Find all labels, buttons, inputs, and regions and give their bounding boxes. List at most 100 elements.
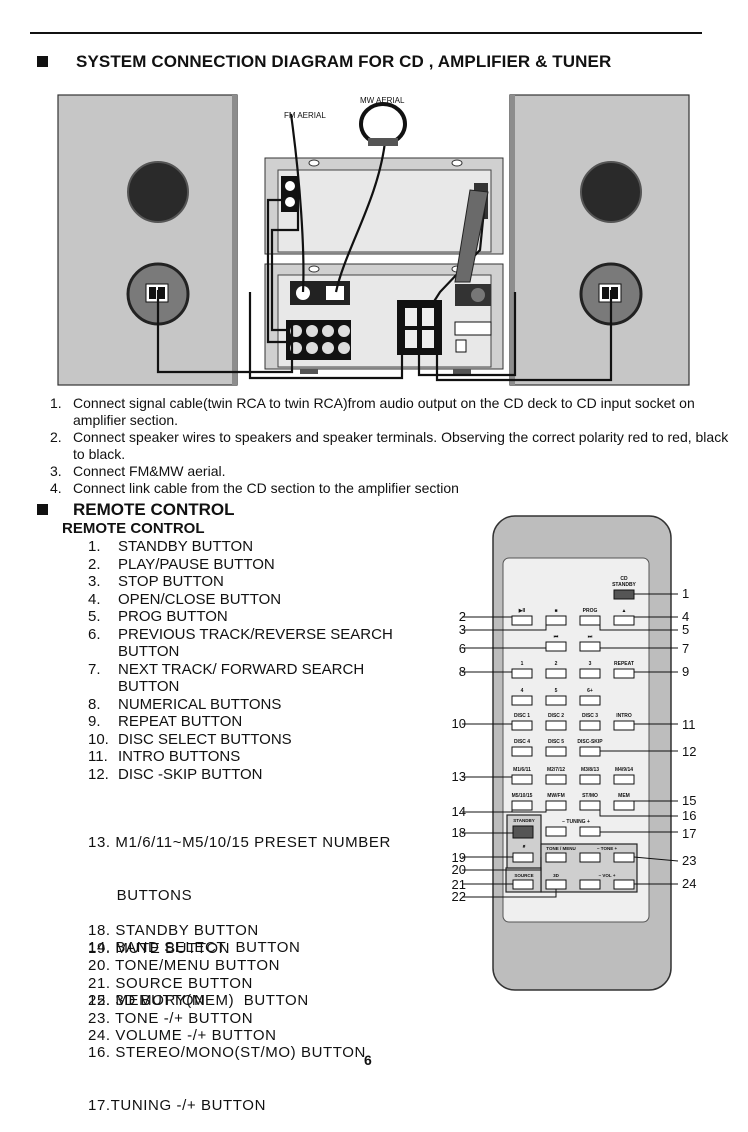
remote-key-button[interactable] bbox=[613, 720, 635, 731]
list-item: 1.STANDBY BUTTON bbox=[88, 538, 254, 555]
remote-key-button[interactable] bbox=[545, 668, 567, 679]
remote-key-button[interactable] bbox=[579, 774, 601, 785]
section-title-remote: REMOTE CONTROL bbox=[73, 500, 235, 519]
cd-standby-button[interactable] bbox=[613, 589, 635, 600]
remote-key-button[interactable] bbox=[613, 668, 635, 679]
remote-key-label: M5/10/15 bbox=[512, 793, 533, 799]
connection-diagram: MW AERIAL FM AERIAL bbox=[57, 94, 690, 386]
bullet-square bbox=[37, 504, 48, 515]
section-subtitle-remote: REMOTE CONTROL bbox=[62, 520, 205, 537]
remote-key-button[interactable] bbox=[511, 615, 533, 626]
remote-key-label: 2 bbox=[555, 661, 558, 667]
callout-number: 5 bbox=[682, 622, 689, 637]
remote-key-button[interactable] bbox=[511, 668, 533, 679]
remote-key-label: M4/9/14 bbox=[615, 767, 633, 773]
tone-plus-button[interactable] bbox=[613, 852, 635, 863]
tone-menu-label: TONE / MENU bbox=[546, 846, 575, 851]
remote-key-label: 6+ bbox=[587, 688, 593, 694]
callout-line bbox=[633, 856, 679, 862]
list-item: 10.DISC SELECT BUTTONS bbox=[88, 730, 292, 748]
callout-line bbox=[462, 857, 542, 871]
callout-number: 23 bbox=[682, 853, 696, 868]
remote-key-button[interactable] bbox=[545, 720, 567, 731]
callout-number: 2 bbox=[459, 609, 466, 624]
callout-number: 6 bbox=[459, 641, 466, 656]
list-item: 17.TUNING -/+ BUTTON bbox=[88, 1096, 266, 1114]
remote-key-label: ⏮ bbox=[554, 634, 559, 640]
mw-aerial-label: MW AERIAL bbox=[360, 96, 405, 105]
remote-key-button[interactable] bbox=[579, 641, 601, 652]
tone-label: − TONE + bbox=[597, 846, 618, 851]
remote-key-button[interactable] bbox=[511, 774, 533, 785]
remote-key-button[interactable] bbox=[579, 720, 601, 731]
cd-standby-label: CD bbox=[620, 576, 628, 582]
callout-line bbox=[462, 805, 547, 813]
remote-key-button[interactable] bbox=[545, 746, 567, 757]
list-item: 2.PLAY/PAUSE BUTTON bbox=[88, 555, 275, 573]
tuning-plus-button[interactable] bbox=[579, 826, 601, 837]
callout-number: 18 bbox=[452, 825, 466, 840]
remote-key-label: ⏭ bbox=[588, 634, 593, 640]
right-speaker bbox=[509, 94, 690, 386]
remote-key-label: 1 bbox=[521, 661, 524, 667]
remote-faceplate bbox=[502, 557, 650, 923]
callout-number: 10 bbox=[452, 716, 466, 731]
remote-key-label: DISC 4 bbox=[514, 739, 530, 745]
remote-key-button[interactable] bbox=[511, 720, 533, 731]
callout-number: 13 bbox=[452, 769, 466, 784]
remote-key-button[interactable] bbox=[579, 668, 601, 679]
tuning-minus-button[interactable] bbox=[545, 826, 567, 837]
list-item: 12.DISC -SKIP BUTTON bbox=[88, 765, 263, 783]
standby-button[interactable] bbox=[512, 825, 534, 839]
list-item: 6.PREVIOUS TRACK/REVERSE SEARCH bbox=[88, 625, 393, 643]
remote-key-button[interactable] bbox=[545, 695, 567, 706]
vol-plus-button[interactable] bbox=[613, 879, 635, 890]
connection-steps: 1.Connect signal cable(twin RCA to twin … bbox=[50, 395, 730, 497]
remote-key-label: ▶II bbox=[518, 608, 526, 614]
remote-key-button[interactable] bbox=[511, 695, 533, 706]
callout-number: 8 bbox=[459, 664, 466, 679]
vol-minus-button[interactable] bbox=[579, 879, 601, 890]
threed-button[interactable] bbox=[545, 879, 567, 890]
callout-number: 11 bbox=[682, 717, 696, 732]
remote-key-button[interactable] bbox=[613, 615, 635, 626]
remote-key-label: DISC-SKIP bbox=[577, 739, 603, 745]
remote-key-button[interactable] bbox=[545, 641, 567, 652]
remote-key-button[interactable] bbox=[511, 800, 533, 811]
tone-minus-button[interactable] bbox=[579, 852, 601, 863]
remote-key-button[interactable] bbox=[545, 800, 567, 811]
remote-key-label: DISC 1 bbox=[514, 713, 530, 719]
callout-number: 19 bbox=[452, 850, 466, 865]
remote-key-label: M2/7/12 bbox=[547, 767, 565, 773]
left-speaker bbox=[57, 94, 238, 386]
remote-key-button[interactable] bbox=[579, 746, 601, 757]
remote-key-button[interactable] bbox=[545, 615, 567, 626]
step-item: 2.Connect speaker wires to speakers and … bbox=[50, 429, 729, 462]
remote-key-label: MEM bbox=[618, 793, 630, 799]
remote-key-button[interactable] bbox=[579, 800, 601, 811]
remote-key-button[interactable] bbox=[613, 800, 635, 811]
remote-key-label: 4 bbox=[521, 688, 524, 694]
remote-key-button[interactable] bbox=[545, 774, 567, 785]
callout-number: 15 bbox=[682, 793, 696, 808]
mute-button[interactable] bbox=[512, 852, 534, 863]
callout-number: 21 bbox=[452, 877, 466, 892]
callout-number: 9 bbox=[682, 664, 689, 679]
remote-key-label: DISC 2 bbox=[548, 713, 564, 719]
list-item: 13. M1/6/11~M5/10/15 PRESET NUMBER bbox=[88, 834, 391, 851]
tone-menu-button[interactable] bbox=[545, 852, 567, 863]
step-item: 4.Connect link cable from the CD section… bbox=[50, 480, 459, 496]
remote-key-button[interactable] bbox=[579, 615, 601, 626]
remote-key-button[interactable] bbox=[511, 746, 533, 757]
remote-key-button[interactable] bbox=[579, 695, 601, 706]
callout-number: 24 bbox=[682, 876, 696, 891]
step-item: 3.Connect FM&MW aerial. bbox=[50, 463, 226, 479]
remote-key-label: MW/FM bbox=[547, 793, 565, 799]
list-item: 23. TONE -/+ BUTTON bbox=[88, 1009, 254, 1027]
bullet-square bbox=[37, 56, 48, 67]
source-button[interactable] bbox=[512, 879, 534, 890]
callout-line bbox=[599, 625, 678, 631]
remote-key-button[interactable] bbox=[613, 774, 635, 785]
list-item: 8.NUMERICAL BUTTONS bbox=[88, 695, 282, 713]
